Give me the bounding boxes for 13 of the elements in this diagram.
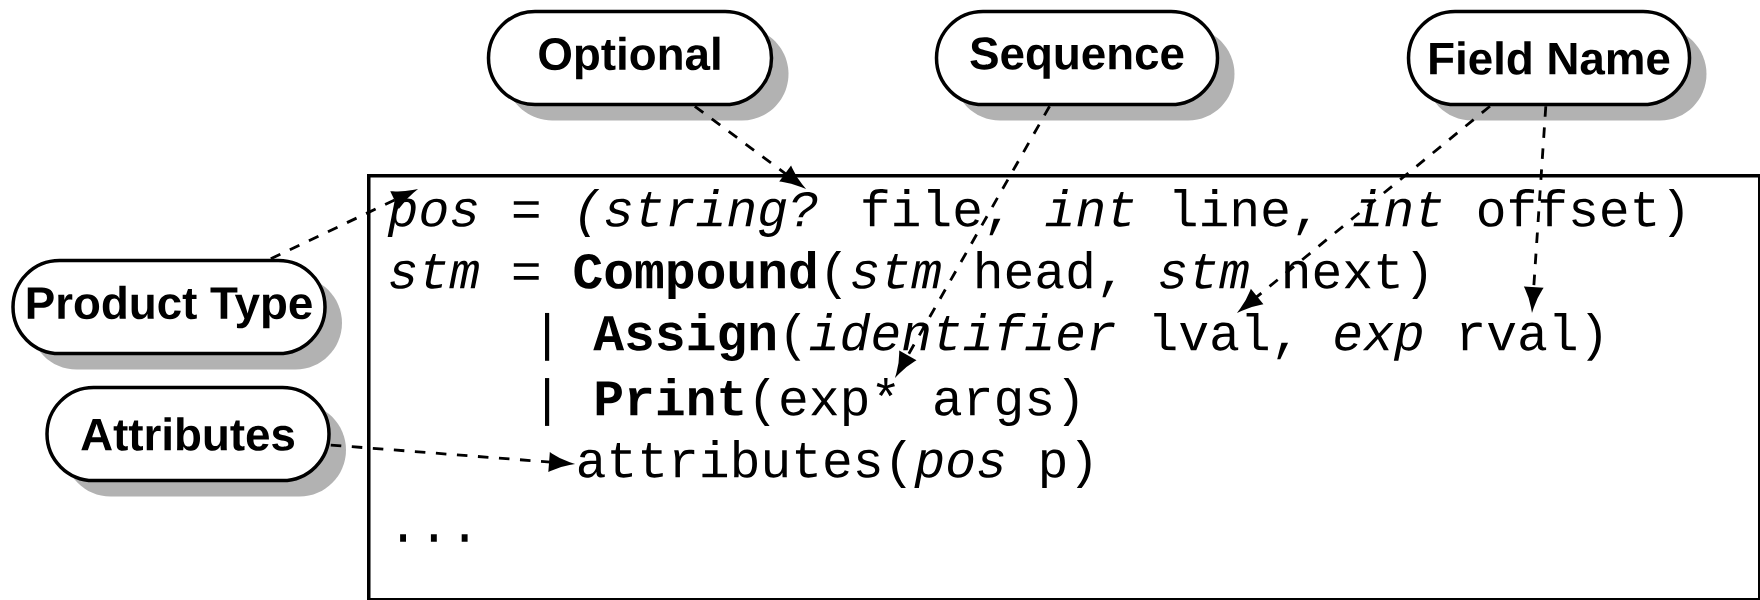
code-line: ... [400, 534, 468, 542]
callout-bubble: Attributes [45, 385, 346, 497]
code-line: pos = (string? file, int line, int offset) [387, 189, 1683, 237]
code-line: | Assign(identifier lval, exp rval) [545, 312, 1601, 361]
callout-bubble: Field Name [1406, 9, 1707, 121]
code-line: stm = Compound(stm head, stm next) [390, 251, 1426, 299]
code-box [367, 174, 1760, 600]
code-line: attributes(pos p) [578, 440, 1091, 488]
callout-bubble: Product Type [11, 258, 342, 370]
code-line: | Print(exp* args) [545, 378, 1078, 426]
leader-line [270, 190, 415, 260]
callout-bubble: Optional [486, 9, 789, 121]
callout-bubble: Sequence [934, 9, 1235, 121]
